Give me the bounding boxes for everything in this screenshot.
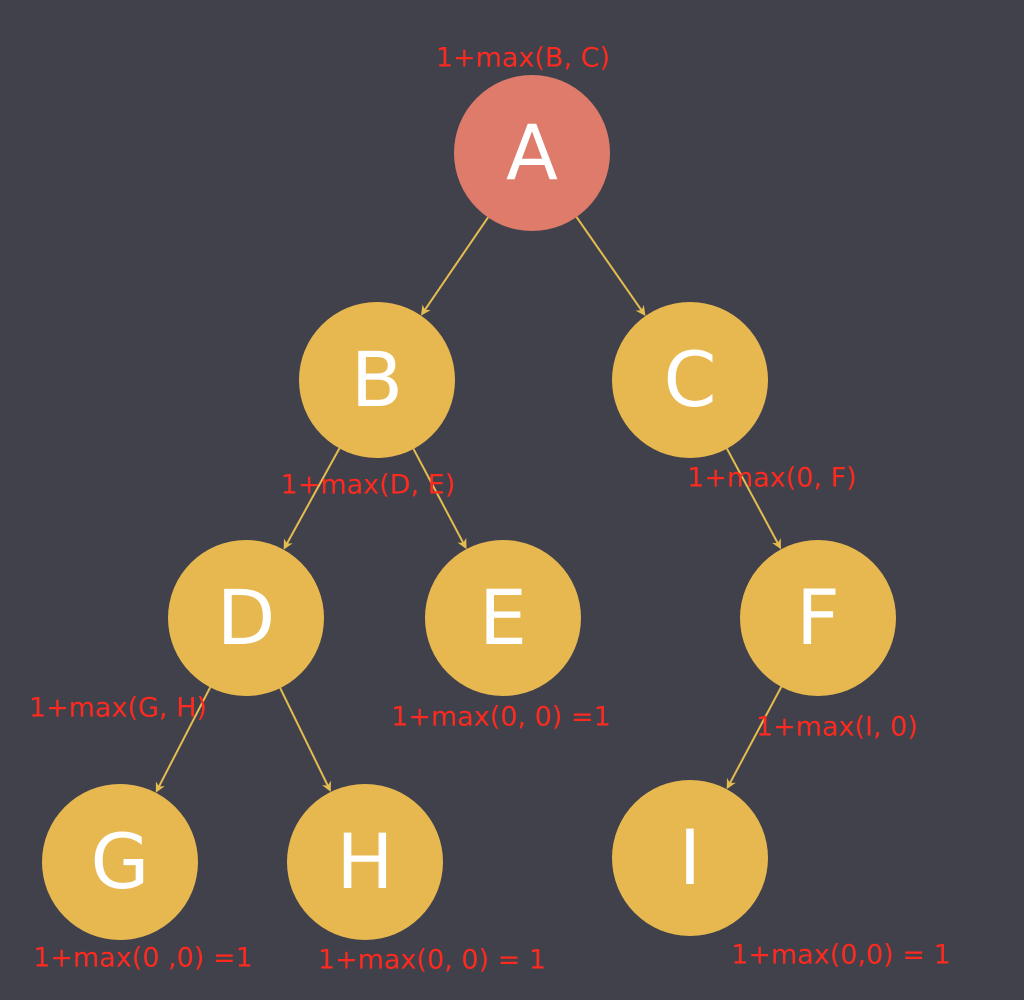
node-i: I [612, 780, 768, 936]
annotation-d: 1+max(G, H) [28, 692, 208, 724]
edge-d-h [279, 687, 331, 792]
annotation-g: 1+max(0 ,0) =1 [33, 942, 253, 974]
node-label: G [90, 817, 150, 906]
edge-a-c [575, 216, 646, 316]
annotation-c: 1+max(0, F) [687, 462, 857, 494]
edge-a-b [420, 216, 489, 316]
node-label: H [336, 817, 394, 906]
annotation-a: 1+max(B, C) [435, 42, 611, 74]
node-label: A [506, 108, 558, 197]
annotation-h: 1+max(0, 0) = 1 [317, 944, 547, 976]
edge-b-d [283, 447, 341, 550]
node-h: H [287, 784, 443, 940]
node-c: C [612, 302, 768, 458]
edge-f-i [726, 686, 783, 790]
node-d: D [168, 540, 324, 696]
node-label: C [663, 335, 717, 424]
node-label: E [478, 573, 528, 662]
node-a: A [454, 75, 610, 231]
node-label: D [216, 573, 276, 662]
annotation-b: 1+max(D, E) [280, 469, 456, 501]
node-label: F [796, 573, 840, 662]
annotation-e: 1+max(0, 0) =1 [391, 701, 611, 733]
annotation-i: 1+max(0,0) = 1 [731, 939, 951, 971]
edge-c-f [726, 448, 782, 550]
node-b: B [299, 302, 455, 458]
node-g: G [42, 784, 198, 940]
node-e: E [425, 540, 581, 696]
node-label: I [678, 813, 702, 902]
edge-d-g [155, 686, 212, 793]
node-f: F [740, 540, 896, 696]
annotation-f: 1+max(I, 0) [756, 711, 918, 743]
node-label: B [350, 335, 404, 424]
edge-b-e [412, 448, 467, 550]
